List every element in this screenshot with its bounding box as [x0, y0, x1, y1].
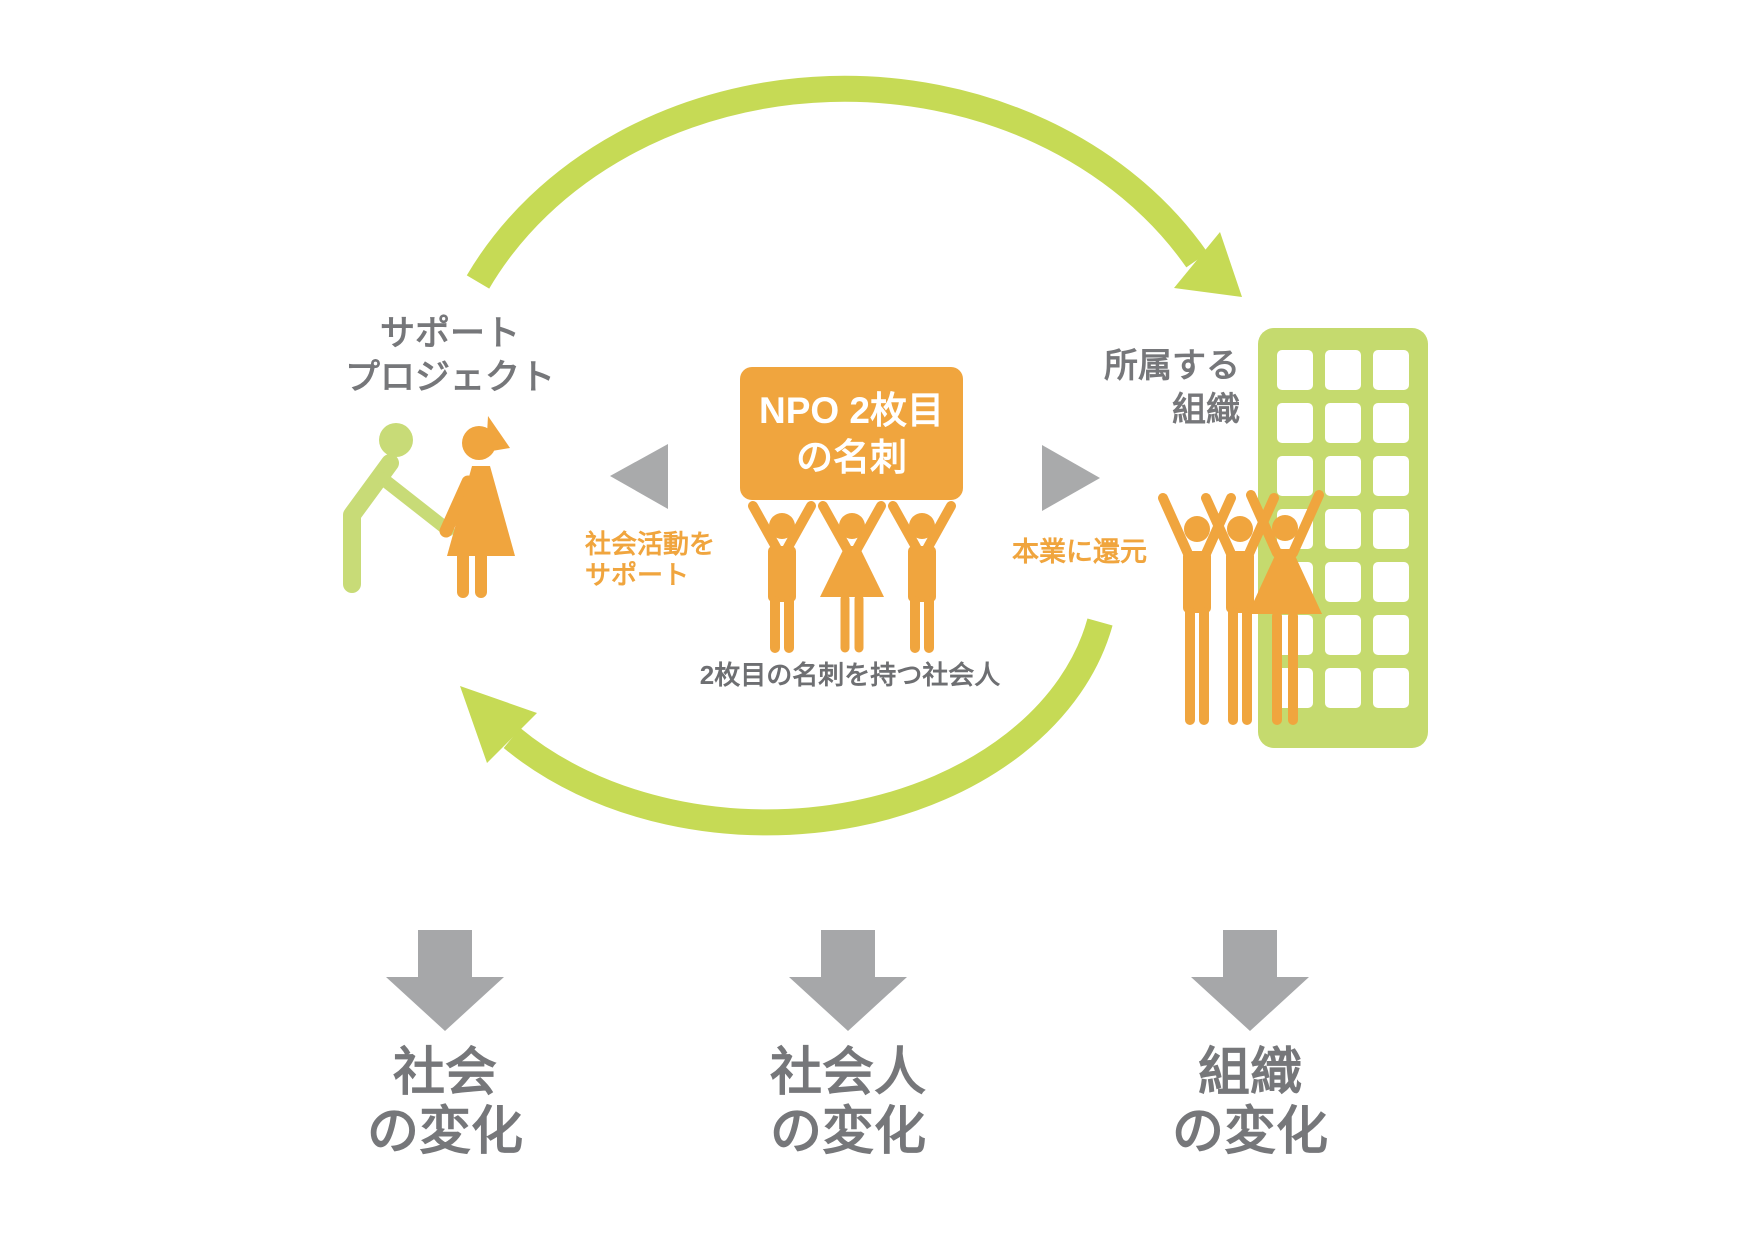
head [1227, 516, 1253, 542]
torso [1226, 551, 1254, 613]
handshake-people-icon [343, 416, 515, 598]
cycle-arrow-top-curve [466, 75, 1208, 289]
head [839, 513, 865, 539]
arm [782, 501, 816, 554]
torso [768, 546, 796, 602]
label-line: の変化 [769, 1103, 926, 1161]
woman-dress [447, 466, 515, 556]
down-arrow-org-icon [1191, 930, 1309, 1031]
building-windows [1277, 350, 1409, 708]
label-support-project: サポート プロジェクト [250, 312, 650, 400]
torso [1183, 551, 1211, 613]
sign-holder-male [888, 501, 956, 653]
label-change-society: 社会 の変化 [265, 1044, 625, 1162]
label-return-to-business: 本業に還元 [1012, 537, 1147, 567]
label-line: 社会 [392, 1044, 497, 1102]
label-line: 組織 [1197, 1044, 1302, 1102]
dress [820, 546, 884, 597]
arm [1246, 490, 1282, 558]
label-line: 社会人 [769, 1044, 926, 1102]
cheering-people-icon [1158, 490, 1324, 725]
label-line: の名刺 [796, 436, 907, 478]
triangle-right-icon [1042, 445, 1100, 511]
down-arrow-society-icon [386, 930, 504, 1031]
arm [888, 501, 922, 554]
label-npo-signboard: NPO 2枚目 の名刺 [740, 367, 963, 500]
npo-sign-holders-icon [740, 367, 963, 653]
cycle-arrow-bottom-curve [503, 618, 1113, 836]
label-line: 社会活動を [585, 529, 716, 559]
arm [852, 501, 886, 554]
triangle-left-icon [610, 444, 668, 509]
arm [1201, 493, 1237, 561]
sign-holder-female [818, 501, 886, 653]
building-icon [1258, 328, 1428, 748]
head [909, 513, 935, 539]
down-arrow-worker-icon [789, 930, 907, 1031]
woman-head [462, 426, 496, 460]
torso [908, 546, 936, 602]
sign-holder-male [748, 501, 816, 653]
dress [1248, 549, 1322, 614]
label-line: NPO 2枚目 [758, 389, 945, 431]
label-center-caption: 2枚目の名刺を持つ社会人 [699, 660, 1001, 690]
green-person-arm [376, 472, 455, 537]
organization-group [1158, 328, 1428, 748]
cycle-arrow-bottom-icon [460, 618, 1113, 836]
cycle-arrow-top-head [1174, 232, 1242, 297]
arm [818, 501, 852, 554]
arm [1288, 490, 1324, 558]
label-line: 組織 [1172, 391, 1240, 429]
orange-woman-figure [439, 416, 515, 598]
label-line: プロジェクト [344, 358, 555, 397]
label-organization: 所属する 組織 [940, 344, 1240, 432]
label-line: 所属する [1104, 347, 1240, 385]
label-line: サポート [379, 314, 520, 353]
npo-signboard [740, 367, 963, 500]
label-change-org: 組織 の変化 [1070, 1044, 1430, 1162]
arm [748, 501, 782, 554]
label-line: の変化 [1171, 1103, 1328, 1161]
label-line: サポート [585, 560, 690, 590]
label-line: の変化 [366, 1103, 523, 1161]
arm [1158, 493, 1194, 561]
label-support-activities: 社会活動を サポート [585, 529, 715, 591]
head [1272, 515, 1298, 541]
arm [922, 501, 956, 554]
cycle-arrow-top-icon [466, 75, 1242, 297]
head [1184, 516, 1210, 542]
label-change-worker: 社会人 の変化 [668, 1044, 1028, 1162]
green-person-head [379, 423, 413, 457]
woman-arm [439, 475, 475, 538]
green-person-figure [343, 423, 455, 593]
head [769, 513, 795, 539]
cycle-arrow-bottom-head [460, 686, 537, 763]
